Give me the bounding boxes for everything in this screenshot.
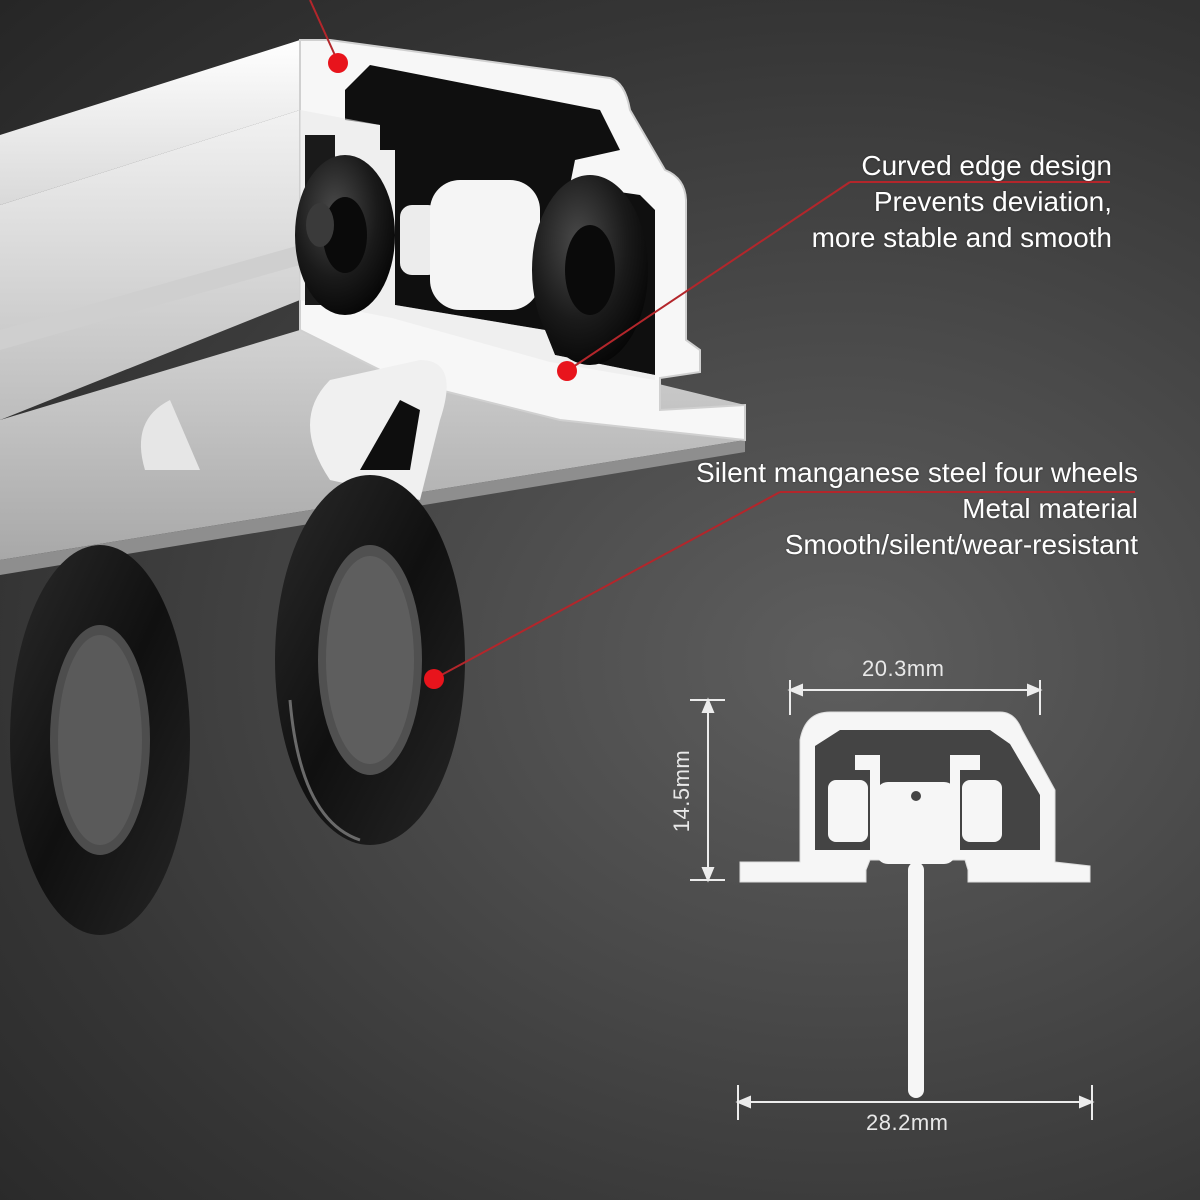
callout-curved-edge: Curved edge design Prevents deviation, m…	[812, 148, 1112, 256]
callout-wheels-line-3: Smooth/silent/wear-resistant	[784, 529, 1138, 560]
dimension-bottom-width: 28.2mm	[866, 1110, 949, 1135]
callout-curved-line-1: Curved edge design	[861, 150, 1112, 181]
dimension-top-width: 20.3mm	[862, 656, 945, 681]
roller-carriage	[295, 155, 648, 365]
pointer-curved-edge	[557, 181, 1110, 381]
hook-eyelet-front	[275, 360, 465, 845]
callout-wheels-line-2: Metal material	[962, 493, 1138, 524]
hook-eyelet-back	[10, 400, 200, 935]
callout-curved-line-3: more stable and smooth	[811, 222, 1112, 253]
cross-section-diagram	[690, 680, 1095, 1120]
callout-wheels-line-1: Silent manganese steel four wheels	[695, 457, 1138, 488]
dimension-height: 14.5mm	[669, 749, 694, 833]
cross-section-profile	[739, 711, 1091, 1098]
pointer-wheels	[424, 491, 1135, 689]
pointer-top	[309, 0, 348, 73]
callout-wheels: Silent manganese steel four wheels Metal…	[696, 455, 1138, 563]
callout-curved-line-2: Prevents deviation,	[873, 186, 1112, 217]
